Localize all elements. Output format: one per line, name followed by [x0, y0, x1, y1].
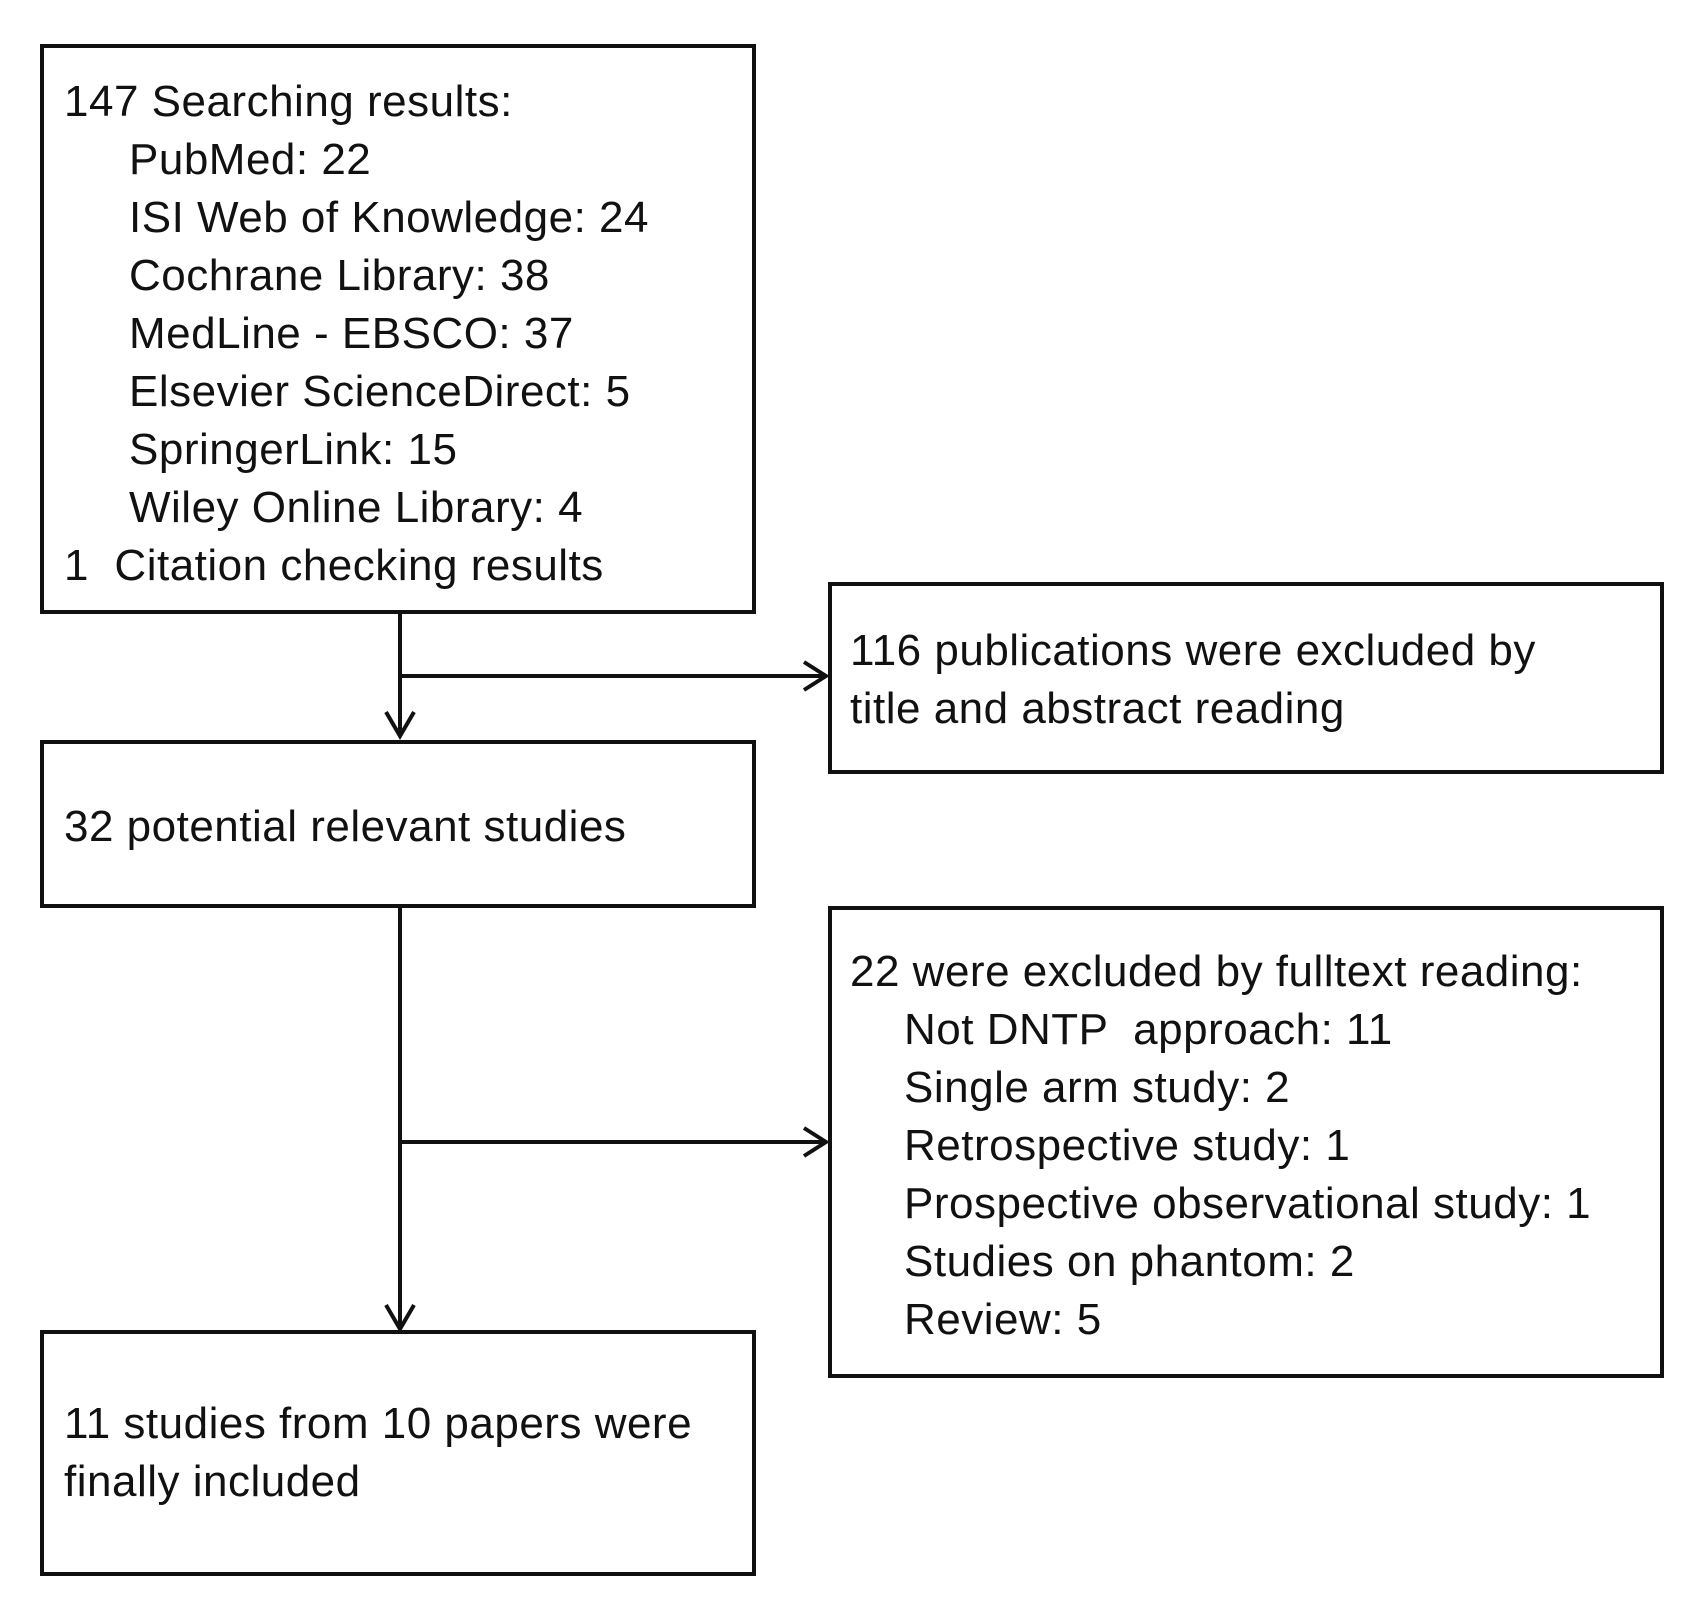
relevant-studies-text: 32 potential relevant studies — [64, 802, 627, 851]
search-results-box: 147 Searching results: PubMed: 22 ISI We… — [40, 44, 756, 614]
search-results-heading: 147 Searching results: — [64, 77, 513, 126]
reason-not-dntp-approach: Not DNTP approach: 11 — [904, 1005, 1393, 1054]
reason-retrospective-study: Retrospective study: 1 — [904, 1121, 1351, 1170]
excluded-title-abstract-box: 116 publications were excluded by title … — [828, 582, 1664, 774]
source-cochrane-library: Cochrane Library: 38 — [129, 251, 550, 300]
arrowhead-final — [384, 1303, 416, 1333]
arrowhead-relevant — [384, 710, 416, 740]
excluded-fulltext-heading: 22 were excluded by fulltext reading: — [850, 947, 1583, 996]
reason-single-arm-study: Single arm study: 2 — [904, 1063, 1291, 1112]
final-included-box: 11 studies from 10 papers were finally i… — [40, 1330, 756, 1576]
reason-studies-on-phantom: Studies on phantom: 2 — [904, 1237, 1355, 1286]
final-included-line-2: finally included — [64, 1457, 361, 1506]
reason-review: Review: 5 — [904, 1295, 1102, 1344]
reason-prospective-observational-study: Prospective observational study: 1 — [904, 1179, 1592, 1228]
source-wiley-online-library: Wiley Online Library: 4 — [129, 483, 584, 532]
excluded-fulltext-box: 22 were excluded by fulltext reading: No… — [828, 906, 1664, 1378]
citation-checking-results: 1 Citation checking results — [64, 541, 604, 590]
arrowhead-excluded-title — [802, 660, 830, 692]
source-springerlink: SpringerLink: 15 — [129, 425, 458, 474]
arrowhead-excluded-fulltext — [802, 1126, 830, 1158]
relevant-studies-box: 32 potential relevant studies — [40, 740, 756, 908]
source-isi-web-of-knowledge: ISI Web of Knowledge: 24 — [129, 193, 649, 242]
source-medline-ebsco: MedLine - EBSCO: 37 — [129, 309, 574, 358]
final-included-line-1: 11 studies from 10 papers were — [64, 1399, 693, 1448]
source-pubmed: PubMed: 22 — [129, 135, 372, 184]
source-elsevier-sciencedirect: Elsevier ScienceDirect: 5 — [129, 367, 631, 416]
excluded-title-line-2: title and abstract reading — [850, 684, 1345, 733]
excluded-title-line-1: 116 publications were excluded by — [850, 626, 1536, 675]
